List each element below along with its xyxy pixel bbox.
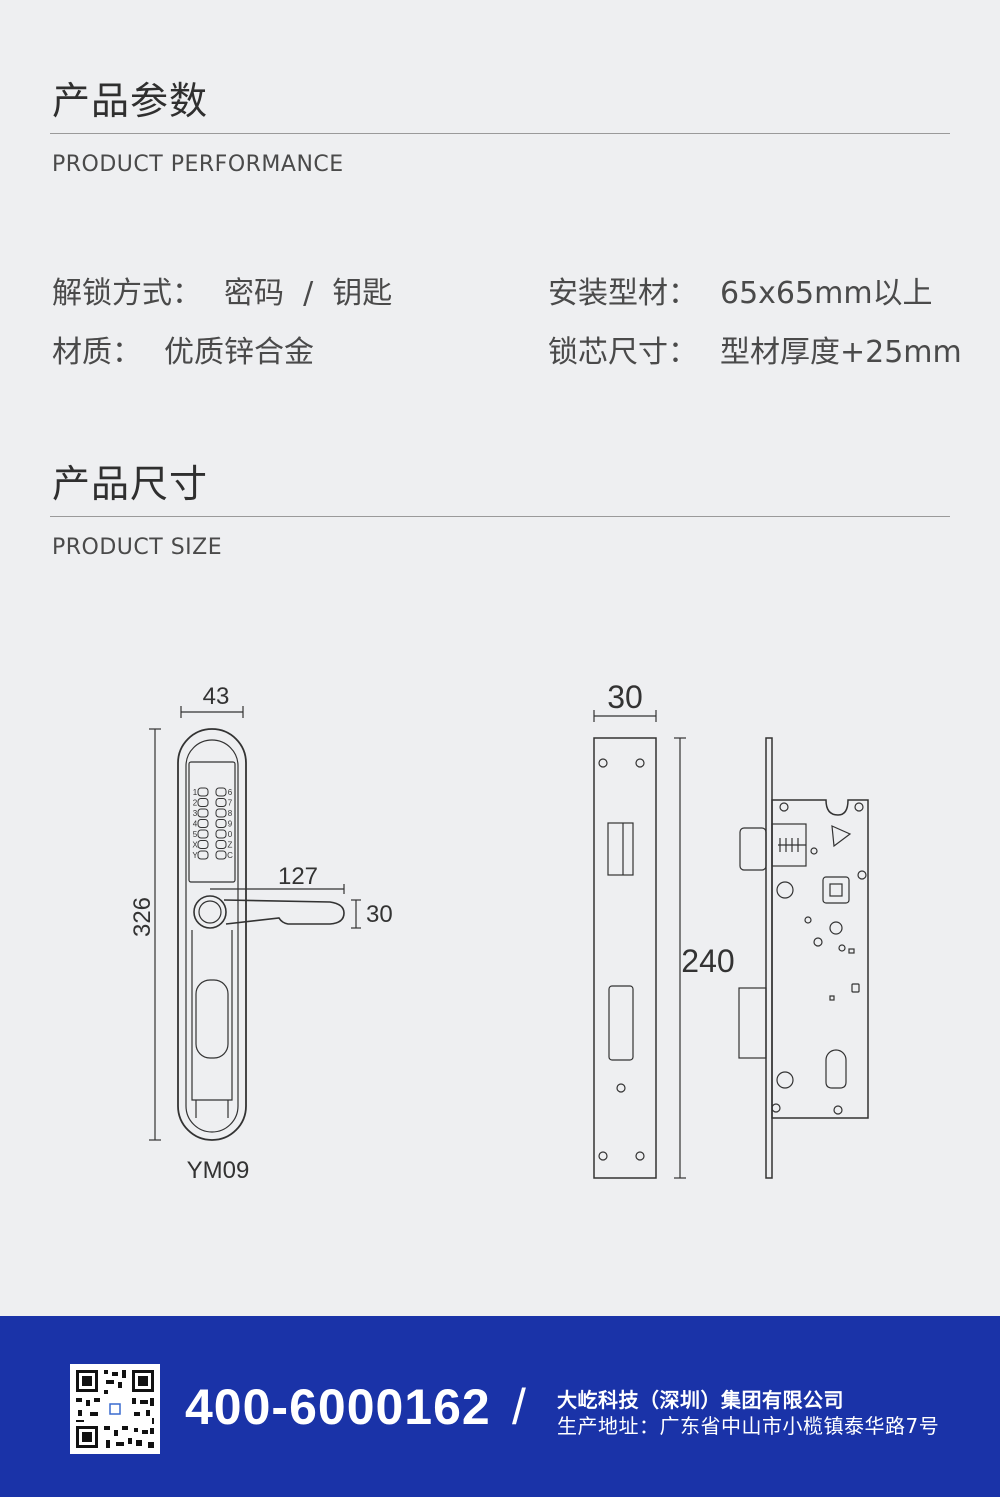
spec-value: 型材厚度+25mm: [720, 335, 962, 370]
keypad-label-left: 1: [193, 788, 198, 797]
handle-width-label: 43: [203, 683, 230, 710]
spec-label: 材质：: [52, 335, 142, 370]
keypad-label-left: 2: [193, 799, 198, 808]
keypad-label-left: Y: [192, 851, 198, 860]
size-subtitle: PRODUCT SIZE: [52, 535, 223, 560]
spec-value: 密码 / 钥匙: [224, 276, 393, 311]
spec-unlock-method: 解锁方式： 密码 / 钥匙: [52, 268, 392, 312]
spec-label: 安装型材：: [548, 276, 698, 311]
keypad-label-right: 0: [228, 830, 233, 839]
keypad-button: [215, 850, 227, 860]
keypad-label-right: C: [227, 851, 233, 860]
performance-divider: [50, 133, 950, 134]
keypad-label-left: 5: [193, 830, 198, 839]
spec-cylinder-size: 锁芯尺寸： 型材厚度+25mm: [548, 327, 962, 371]
company-name: 大屹科技（深圳）集团有限公司: [557, 1388, 844, 1412]
model-label: YM09: [187, 1157, 250, 1184]
keypad-button: [197, 819, 209, 828]
keypad-button: [215, 840, 227, 849]
handle-height-label: 326: [129, 897, 156, 937]
keypad-button: [215, 798, 227, 807]
spec-label: 解锁方式：: [52, 276, 202, 311]
keypad-button: [215, 819, 227, 828]
keypad-button: [215, 829, 227, 839]
spec-value: 优质锌合金: [164, 335, 314, 370]
lock-width-label: 30: [607, 679, 643, 715]
keypad-button: [197, 787, 209, 797]
factory-address: 生产地址：广东省中山市小榄镇泰华路7号: [557, 1414, 940, 1438]
hotline-number[interactable]: 400-6000162: [185, 1379, 491, 1435]
size-title: 产品尺寸: [52, 462, 209, 506]
lock-height-label: 240: [681, 943, 734, 979]
keypad-button: [215, 808, 227, 818]
keypad-label-right: 6: [228, 788, 233, 797]
spec-value: 65x65mm以上: [720, 276, 933, 311]
keypad-label-left: 3: [193, 809, 198, 818]
performance-subtitle: PRODUCT PERFORMANCE: [52, 152, 344, 177]
keypad-button: [197, 808, 209, 818]
footer-bar: 400-6000162 / 大屹科技（深圳）集团有限公司 生产地址：广东省中山市…: [0, 1316, 1000, 1497]
keypad-label-left: X: [192, 841, 198, 850]
keypad-button: [197, 829, 209, 839]
keypad-button: [197, 840, 209, 849]
keypad-label-right: 7: [228, 799, 233, 808]
lever-length-label: 127: [278, 863, 318, 890]
keypad-button: [197, 850, 209, 860]
lever-height-label: 30: [366, 901, 393, 928]
footer-separator: /: [512, 1379, 526, 1435]
spec-material: 材质： 优质锌合金: [52, 327, 314, 371]
keypad-button: [215, 787, 227, 797]
keypad-label-left: 4: [193, 820, 198, 829]
performance-title: 产品参数: [52, 79, 209, 123]
keypad-label-right: 8: [228, 809, 233, 818]
spec-label: 锁芯尺寸：: [548, 335, 698, 370]
keypad-label-right: Z: [228, 841, 233, 850]
qr-code-icon: [70, 1364, 160, 1454]
spec-install-profile: 安装型材： 65x65mm以上: [548, 268, 933, 312]
keypad-label-right: 9: [228, 820, 233, 829]
keypad-button: [197, 798, 209, 807]
size-divider: [50, 516, 950, 517]
